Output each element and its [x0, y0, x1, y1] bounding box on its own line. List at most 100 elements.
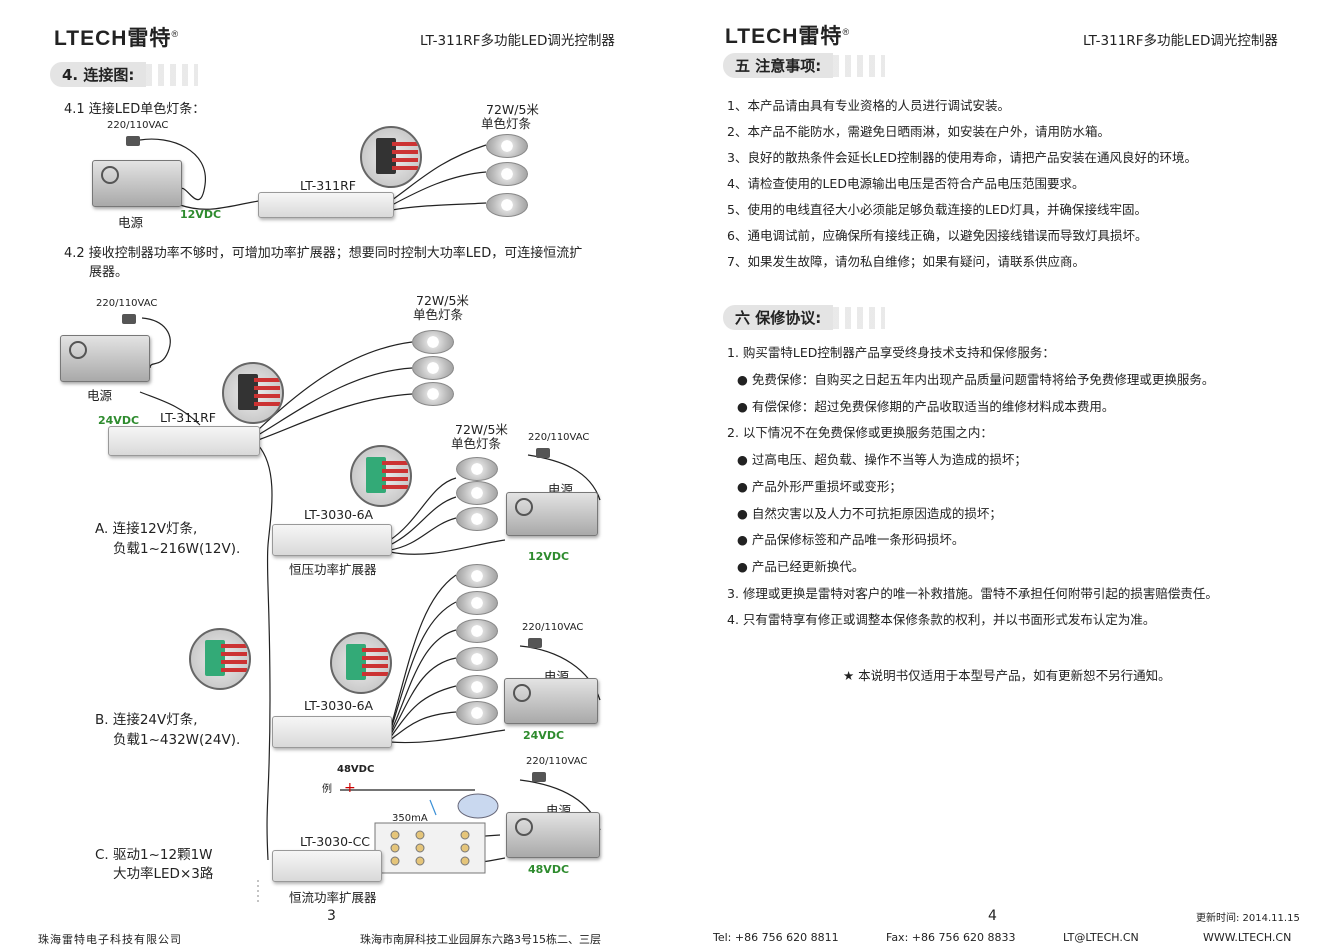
- footer-fax: Fax: +86 756 620 8833: [886, 931, 1016, 944]
- amplifier-image: [272, 524, 392, 556]
- strip-spec-label: 72W/5米: [416, 293, 469, 308]
- brand-logo: LTECH雷特®: [725, 25, 851, 48]
- footer-address: 珠海市南屏科技工业园屏东六路3号15栋二、三层: [360, 933, 601, 946]
- update-date: 更新时间: 2014.11.15: [1196, 913, 1300, 924]
- option-b-line2: 负载1~432W(24V).: [113, 732, 241, 748]
- warranty-bullet: ● 免费保修：自购买之日起五年内出现产品质量问题雷特将给予免费修理或更换服务。: [737, 372, 1215, 387]
- controller-model-label: LT-311RF: [160, 410, 216, 425]
- section-title: 六 保修协议:: [723, 305, 834, 330]
- warranty-clause-1: 1. 购买雷特LED控制器产品享受终身技术支持和保修服务：: [727, 345, 1055, 360]
- led-strip-reel-icon: [486, 193, 528, 217]
- controller-image: [258, 192, 394, 218]
- subsection-4-1: 4.1 连接LED单色灯条：: [64, 102, 206, 117]
- footer-tel: Tel: +86 756 620 8811: [713, 931, 839, 944]
- section-title: 五 注意事项:: [723, 53, 834, 78]
- ac-input-label: 220/110VAC: [107, 120, 169, 131]
- voltage-12vdc-label: 12VDC: [180, 208, 222, 221]
- led-strip-reel-icon: [456, 619, 498, 643]
- wiring-diagram: +: [139, 138, 601, 905]
- applicability-notice: ★ 本说明书仅适用于本型号产品，如有更新恕不另行通知。: [843, 668, 1171, 683]
- led-strip-reel-icon: [456, 701, 498, 725]
- option-b-line1: B. 连接24V灯条,: [95, 712, 198, 728]
- led-strip-reel-icon: [486, 134, 528, 158]
- terminal-zoom-icon: [330, 632, 392, 694]
- ac-input-label: 220/110VAC: [96, 298, 158, 309]
- led-strip-reel-icon: [456, 647, 498, 671]
- ac-input-label: 220/110VAC: [522, 622, 584, 633]
- section-title: 4. 连接图:: [50, 62, 147, 87]
- plug-icon: [122, 314, 136, 324]
- option-a-line2: 负载1~216W(12V).: [113, 541, 241, 557]
- exclusion-bullet: ● 产品保修标签和产品唯一条形码损坏。: [737, 532, 965, 547]
- note-item: 1、本产品请由具有专业资格的人员进行调试安装。: [727, 98, 1010, 113]
- document-title: LT-311RF多功能LED调光控制器: [1083, 33, 1278, 49]
- warranty-clause-2: 2. 以下情况不在免费保修或更换服务范围之内：: [727, 425, 993, 440]
- strip-spec-label: 72W/5米: [455, 422, 508, 437]
- power-supply-image: [92, 160, 182, 207]
- exclusion-bullet: ● 产品已经更新换代。: [737, 559, 865, 574]
- note-item: 4、请检查使用的LED电源输出电压是否符合产品电压范围要求。: [727, 176, 1085, 191]
- heading-fade-decoration: [833, 54, 886, 77]
- subsection-4-2-line2: 展器。: [89, 265, 129, 280]
- option-c-line1: C. 驱动1~12颗1W: [95, 847, 213, 863]
- strip-type-label: 单色灯条: [413, 307, 464, 322]
- strip-spec-label: 72W/5米: [486, 102, 539, 117]
- voltage-12vdc-label: 12VDC: [528, 550, 570, 563]
- exclusion-bullet: ● 自然灾害以及人力不可抗拒原因造成的损坏；: [737, 506, 1002, 521]
- led-strip-reel-icon: [456, 591, 498, 615]
- exclusion-bullet: ● 过高电压、超负载、操作不当等人为造成的损坏；: [737, 452, 1027, 467]
- plug-icon: [536, 448, 550, 458]
- example-label: 例: [322, 784, 332, 795]
- amplifier-model-label: LT-3030-6A: [304, 698, 374, 713]
- terminal-zoom-icon: [189, 628, 251, 690]
- exclusion-bullet: ● 产品外形严重损坏或变形；: [737, 479, 902, 494]
- power-supply-image: [504, 678, 598, 724]
- led-strip-reel-icon: [412, 382, 454, 406]
- led-strip-reel-icon: [412, 356, 454, 380]
- option-a-line1: A. 连接12V灯条,: [95, 521, 198, 537]
- footer-website[interactable]: WWW.LTECH.CN: [1203, 931, 1292, 944]
- footer-email[interactable]: LT@LTECH.CN: [1063, 931, 1139, 944]
- page-number: 4: [988, 908, 997, 924]
- power-supply-image: [506, 812, 600, 858]
- note-item: 2、本产品不能防水，需避免日晒雨淋，如安装在户外，请用防水箱。: [727, 124, 1110, 139]
- terminal-zoom-icon: [350, 445, 412, 507]
- terminal-zoom-icon: [222, 362, 284, 424]
- amplifier-model-label: LT-3030-CC: [300, 834, 371, 849]
- led-strip-reel-icon: [412, 330, 454, 354]
- svg-text:+: +: [344, 780, 356, 796]
- terminal-zoom-icon: [360, 126, 422, 188]
- voltage-24vdc-label: 24VDC: [523, 729, 565, 742]
- power-supply-label: 电源: [118, 215, 144, 230]
- current-label: 350mA: [392, 813, 428, 824]
- note-item: 6、通电调试前，应确保所有接线正确，以避免因接线错误而导致灯具损坏。: [727, 228, 1148, 243]
- ac-input-label: 220/110VAC: [526, 756, 588, 767]
- controller-model-label: LT-311RF: [300, 178, 356, 193]
- cc-amplifier-label: 恒流功率扩展器: [289, 890, 377, 905]
- note-item: 7、如果发生故障，请勿私自维修；如果有疑问，请联系供应商。: [727, 254, 1085, 269]
- led-strip-reel-icon: [456, 564, 498, 588]
- plug-icon: [126, 136, 140, 146]
- section-heading-connection: 4. 连接图:: [50, 62, 199, 87]
- led-strip-reel-icon: [456, 457, 498, 481]
- plug-icon: [528, 638, 542, 648]
- heading-fade-decoration: [146, 63, 199, 86]
- subsection-4-2-line1: 4.2 接收控制器功率不够时，可增加功率扩展器；想要同时控制大功率LED，可连接…: [64, 246, 583, 261]
- led-strip-reel-icon: [456, 481, 498, 505]
- warranty-bullet: ● 有偿保修：超过免费保修期的产品收取适当的维修材料成本费用。: [737, 399, 1115, 414]
- controller-image: [108, 426, 260, 456]
- voltage-48vdc-label: 48VDC: [337, 764, 375, 775]
- heading-fade-decoration: [833, 306, 886, 329]
- section-heading-notes: 五 注意事项:: [723, 53, 886, 78]
- led-strip-reel-icon: [456, 507, 498, 531]
- document-title: LT-311RF多功能LED调光控制器: [420, 33, 615, 49]
- led-strip-reel-icon: [456, 675, 498, 699]
- cv-amplifier-label: 恒压功率扩展器: [289, 562, 377, 577]
- amplifier-image: [272, 850, 382, 882]
- ac-input-label: 220/110VAC: [528, 432, 590, 443]
- voltage-24vdc-label: 24VDC: [98, 414, 140, 427]
- voltage-48vdc-label: 48VDC: [528, 863, 570, 876]
- footer-company: 珠海雷特电子科技有限公司: [38, 933, 182, 946]
- page-number: 3: [327, 908, 336, 924]
- warranty-clause-3: 3. 修理或更换是雷特对客户的唯一补救措施。雷特不承担任何附带引起的损害赔偿责任…: [727, 586, 1218, 601]
